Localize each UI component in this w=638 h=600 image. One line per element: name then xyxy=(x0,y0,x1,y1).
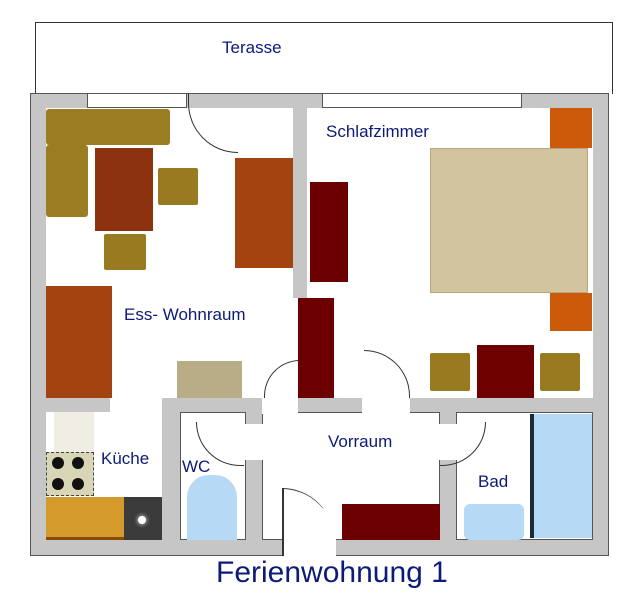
toilet xyxy=(187,475,237,540)
plan-title: Ferienwohnung 1 xyxy=(216,556,448,589)
window xyxy=(322,93,522,108)
nightstand xyxy=(550,108,592,148)
bedroom-table xyxy=(477,345,534,398)
bath-label: Bad xyxy=(478,472,509,491)
hall-door-bedroom xyxy=(362,396,410,414)
terrace-label: Terasse xyxy=(222,38,282,57)
kitchen-label: Küche xyxy=(101,449,150,468)
bathtub xyxy=(530,414,592,538)
hall-label: Vorraum xyxy=(328,432,393,451)
sideboard xyxy=(177,361,242,398)
fridge xyxy=(54,412,94,452)
hall-wardrobe xyxy=(342,504,440,540)
stove-burner xyxy=(52,478,64,490)
wc-label: WC xyxy=(182,457,211,476)
corner-sofa xyxy=(46,109,170,145)
kitchen-cabinets xyxy=(46,497,124,540)
dining-table xyxy=(95,148,153,231)
chair xyxy=(158,168,198,205)
stove-burner xyxy=(72,457,84,469)
wardrobe xyxy=(298,298,334,398)
boiler-light xyxy=(138,516,146,524)
bedroom-label: Schlafzimmer xyxy=(326,122,429,141)
wardrobe xyxy=(310,182,348,282)
living-label: Ess- Wohnraum xyxy=(124,305,246,324)
sofa xyxy=(235,158,293,268)
living-kitchen-opening xyxy=(110,396,162,416)
corner-sofa xyxy=(46,145,88,217)
nightstand xyxy=(550,293,592,331)
terrace xyxy=(35,22,613,94)
stove-burner xyxy=(52,457,64,469)
chair xyxy=(540,353,580,391)
hall-door-living xyxy=(262,396,298,414)
chair xyxy=(430,353,470,391)
sofa xyxy=(46,286,112,398)
window xyxy=(87,93,187,108)
stove-burner xyxy=(72,478,84,490)
sink xyxy=(464,504,524,540)
wc-door-opening xyxy=(244,424,264,460)
chair xyxy=(104,234,146,270)
bed xyxy=(430,148,588,293)
